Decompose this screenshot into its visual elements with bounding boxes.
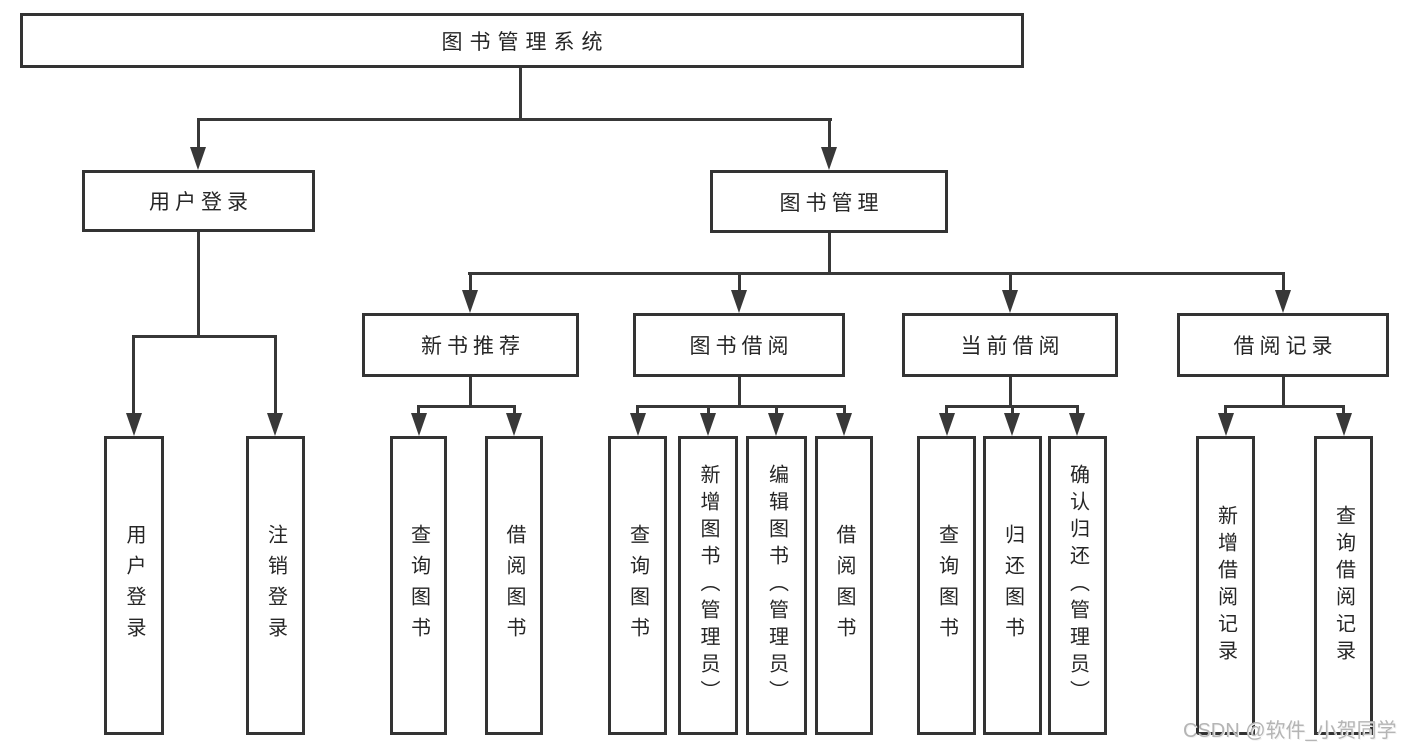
leaf-query-books-recommend: 查询图书 bbox=[390, 436, 447, 735]
connector-drop-leaf bbox=[945, 405, 948, 415]
connector-drop-level3 bbox=[738, 272, 741, 292]
leaf-query-books-borrowing: 查询图书 bbox=[608, 436, 667, 735]
node-label: 查询借阅记录 bbox=[1332, 504, 1355, 667]
node-label: 借阅记录 bbox=[1233, 335, 1338, 358]
connector-drop-leaf bbox=[1224, 405, 1227, 415]
node-user-login: 用户登录 bbox=[82, 170, 315, 232]
arrowhead-icon bbox=[836, 413, 852, 436]
node-current-borrowing: 当前借阅 bbox=[902, 313, 1118, 377]
connector-user-login-bar bbox=[132, 335, 277, 338]
arrowhead-icon bbox=[1275, 290, 1291, 313]
connector-drop-level3 bbox=[469, 272, 472, 292]
arrowhead-icon bbox=[462, 290, 478, 313]
arrowhead-icon bbox=[939, 413, 955, 436]
node-borrowing-records: 借阅记录 bbox=[1177, 313, 1389, 377]
connector-user-login-trunk bbox=[197, 232, 200, 337]
connector-drop-leaf bbox=[1011, 405, 1014, 415]
node-label: 图书借阅 bbox=[689, 335, 794, 358]
connector-drop-leaf bbox=[1342, 405, 1345, 415]
connector-book-management-bar bbox=[468, 272, 1285, 275]
connector-drop-user-login bbox=[197, 118, 200, 149]
arrowhead-icon bbox=[1004, 413, 1020, 436]
node-new-book-recommendation: 新书推荐 bbox=[362, 313, 579, 377]
node-label: 新增图书（管理员） bbox=[697, 464, 719, 707]
leaf-borrow-books-borrowing: 借阅图书 bbox=[815, 436, 873, 735]
connector-bar bbox=[1224, 405, 1345, 408]
connector-drop-leaf bbox=[775, 405, 778, 415]
arrowhead-icon bbox=[1002, 290, 1018, 313]
connector-drop-level3 bbox=[1009, 272, 1012, 292]
arrowhead-icon bbox=[506, 413, 522, 436]
arrowhead-icon bbox=[731, 290, 747, 313]
arrowhead-icon bbox=[630, 413, 646, 436]
arrowhead-icon bbox=[1069, 413, 1085, 436]
connector-drop-leaf bbox=[636, 405, 639, 415]
leaf-add-books-admin: 新增图书（管理员） bbox=[678, 436, 738, 735]
leaf-query-borrow-record: 查询借阅记录 bbox=[1314, 436, 1373, 735]
connector-bar bbox=[636, 405, 846, 408]
connector-drop-level3 bbox=[1282, 272, 1285, 292]
connector-drop-book-management bbox=[828, 118, 831, 149]
connector-root-trunk bbox=[519, 68, 522, 120]
node-label: 当前借阅 bbox=[960, 335, 1065, 358]
leaf-return-books: 归还图书 bbox=[983, 436, 1042, 735]
node-label: 用户登录 bbox=[123, 523, 145, 648]
node-book-borrowing: 图书借阅 bbox=[633, 313, 845, 377]
connector-trunk bbox=[738, 377, 741, 407]
node-book-management-system: 图书管理系统 bbox=[20, 13, 1024, 68]
arrowhead-icon bbox=[126, 413, 142, 436]
connector-trunk bbox=[1282, 377, 1285, 407]
node-label: 图书管理 bbox=[779, 191, 884, 215]
arrowhead-icon bbox=[1218, 413, 1234, 436]
node-label: 查询图书 bbox=[935, 523, 958, 648]
connector-drop-leaf bbox=[417, 405, 420, 415]
leaf-add-borrow-record: 新增借阅记录 bbox=[1196, 436, 1255, 735]
node-label: 新书推荐 bbox=[421, 335, 525, 358]
node-label: 注销登录 bbox=[264, 523, 287, 648]
arrowhead-icon bbox=[821, 147, 837, 170]
node-label: 归还图书 bbox=[1001, 523, 1024, 648]
leaf-edit-books-admin: 编辑图书（管理员） bbox=[746, 436, 807, 735]
node-label: 新增借阅记录 bbox=[1214, 504, 1237, 667]
connector-bar bbox=[417, 405, 516, 408]
arrowhead-icon bbox=[267, 413, 283, 436]
node-label: 用户登录 bbox=[149, 191, 253, 214]
connector-drop-leaf bbox=[1076, 405, 1079, 415]
connector-drop-leaf bbox=[274, 335, 277, 414]
node-label: 编辑图书（管理员） bbox=[765, 464, 788, 707]
connector-drop-leaf bbox=[843, 405, 846, 415]
arrowhead-icon bbox=[190, 147, 206, 170]
arrowhead-icon bbox=[700, 413, 716, 436]
node-label: 查询图书 bbox=[407, 523, 430, 648]
node-label: 确认归还（管理员） bbox=[1066, 464, 1089, 707]
arrowhead-icon bbox=[411, 413, 427, 436]
connector-book-management-trunk bbox=[828, 233, 831, 274]
connector-drop-leaf bbox=[132, 335, 135, 414]
leaf-logout: 注销登录 bbox=[246, 436, 305, 735]
connector-trunk bbox=[1009, 377, 1012, 407]
leaf-user-login: 用户登录 bbox=[104, 436, 164, 735]
connector-drop-leaf bbox=[513, 405, 516, 415]
leaf-confirm-return-admin: 确认归还（管理员） bbox=[1048, 436, 1107, 735]
node-label: 借阅图书 bbox=[503, 523, 525, 648]
connector-trunk bbox=[469, 377, 472, 407]
leaf-query-books-current: 查询图书 bbox=[917, 436, 976, 735]
arrowhead-icon bbox=[768, 413, 784, 436]
connector-drop-leaf bbox=[707, 405, 710, 415]
arrowhead-icon bbox=[1336, 413, 1352, 436]
leaf-borrow-books-recommend: 借阅图书 bbox=[485, 436, 543, 735]
node-label: 借阅图书 bbox=[833, 523, 855, 648]
csdn-watermark: CSDN @软件_小贺同学 bbox=[1183, 720, 1397, 742]
node-book-management: 图书管理 bbox=[710, 170, 948, 233]
node-label: 图书管理系统 bbox=[441, 30, 610, 54]
connector-root-bar bbox=[197, 118, 832, 121]
node-label: 查询图书 bbox=[626, 523, 649, 648]
